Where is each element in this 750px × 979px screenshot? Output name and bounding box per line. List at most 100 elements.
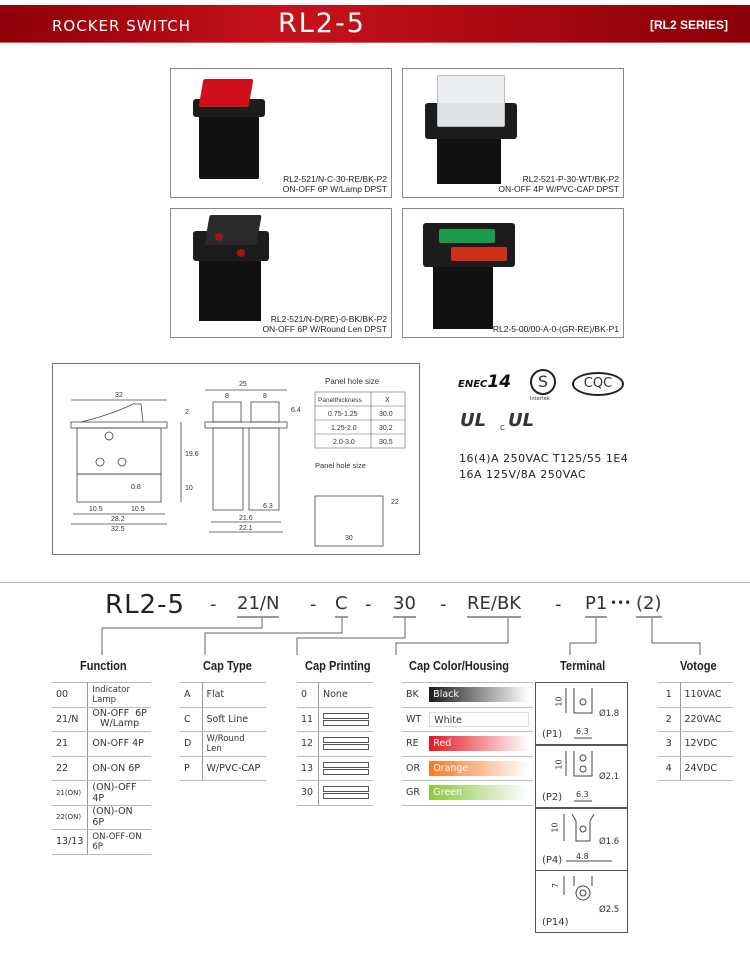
function-rows-5-0: 22(ON) bbox=[52, 804, 89, 830]
model-title: RL2-5 bbox=[278, 8, 366, 39]
table-row: 11 bbox=[297, 706, 373, 732]
drawing-panel_table-rows-1-1: 30.2 bbox=[379, 425, 393, 432]
dots: ••• bbox=[610, 596, 632, 610]
drawing-front-pitch_a: 10.5 bbox=[89, 506, 103, 513]
ul-logo: UL bbox=[460, 410, 487, 431]
drawing-panel_hole-w: 30 bbox=[345, 535, 353, 542]
cap_color-rows-2-code: RE bbox=[402, 731, 426, 757]
cap-type-heading: Cap Type bbox=[203, 658, 252, 673]
drawing-front-h_body: 19.6 bbox=[185, 451, 199, 458]
voltage-rows-3-0: 4 bbox=[658, 755, 681, 781]
color-swatch-black: Black bbox=[429, 687, 530, 703]
function-rows-5-1: (ON)-ON 6P bbox=[87, 804, 151, 830]
cap_type-rows-1-0: C bbox=[180, 706, 203, 732]
cap-printing-heading: Cap Printing bbox=[305, 658, 371, 673]
print-symbol-icon bbox=[323, 793, 369, 800]
drawing-front-pin_gap: 0.8 bbox=[131, 484, 141, 491]
color-swatch-orange: Orange bbox=[429, 760, 530, 776]
color-swatch-white: White bbox=[429, 711, 530, 727]
part-number-base: RL2-5 bbox=[105, 590, 186, 620]
voltage-rows-2-1: 12VDC bbox=[680, 731, 733, 757]
cap_type-rows-1-1: Soft Line bbox=[202, 706, 266, 732]
connector-lines bbox=[101, 618, 701, 655]
photo-part-number: RL2-521-P-30-WT/BK-P2 bbox=[522, 174, 619, 184]
drawing-panel_table-rows-1-0: 1.25-2.0 bbox=[331, 425, 357, 432]
divider bbox=[0, 582, 750, 583]
cap_type-rows-3-1: W/PVC-CAP bbox=[202, 755, 266, 781]
product-photo-4: RL2-5-00/00-A-0-(GR-RE)/BK-P1 bbox=[402, 208, 624, 338]
cap_color-rows-0-code: BK bbox=[402, 682, 426, 708]
drawing-front-h_term: 10 bbox=[185, 485, 193, 492]
terminal-items-0-dia: Ø1.8 bbox=[599, 709, 620, 719]
cap_type-rows-2-1: W/Round Len bbox=[202, 731, 266, 757]
function-rows-4-1: (ON)-OFF 4P bbox=[87, 780, 151, 806]
table-row: 13 bbox=[297, 755, 373, 781]
cap_printing-rows-0-0: 0 bbox=[297, 682, 319, 708]
terminal-items-3-label: (P14) bbox=[542, 917, 569, 928]
function-heading: Function bbox=[80, 658, 127, 673]
drawing-panel_table-rows-0-0: 0.75-1.25 bbox=[328, 411, 358, 418]
function-rows-1-1: ON-OFF 6P W/Lamp bbox=[87, 706, 151, 732]
photo-part-number: RL2-521/N-C-30-RE/BK-P2 bbox=[283, 174, 387, 184]
voltage-rows-1-1: 220VAC bbox=[680, 706, 733, 732]
cap_type-rows-3-0: P bbox=[180, 755, 203, 781]
photo-description: ON-OFF 6P W/Round Len DPST bbox=[262, 324, 387, 334]
function-rows-6-1: ON-OFF-ON 6P bbox=[87, 829, 151, 855]
drawing-front-pitch_b: 10.5 bbox=[131, 506, 145, 513]
cap_color-rows-3-code: OR bbox=[402, 755, 426, 781]
pn-voltage: (2) bbox=[636, 592, 662, 618]
drawing-front-w_outer: 32.5 bbox=[111, 526, 125, 533]
certs-enec: 14 bbox=[487, 372, 512, 392]
print-symbol-icon bbox=[323, 737, 369, 744]
print-symbol-icon bbox=[323, 712, 369, 719]
drawing-side-term_w: 6.3 bbox=[263, 503, 273, 510]
dash: - bbox=[555, 594, 562, 615]
cap_color-rows-4-code: GR bbox=[402, 780, 426, 806]
drawing-panel_table-rows-2-1: 30.5 bbox=[379, 439, 393, 446]
drawing-front-h_cap: 2 bbox=[185, 409, 189, 416]
terminal-items-2-width: 4.8 bbox=[576, 852, 589, 861]
print-symbol-icon bbox=[323, 761, 369, 768]
function-rows-6-0: 13/13 bbox=[52, 829, 89, 855]
cap_printing-rows-4-0: 30 bbox=[297, 780, 319, 806]
terminal-items-1-width: 6.3 bbox=[576, 790, 589, 799]
photo-part-number: RL2-5-00/00-A-0-(GR-RE)/BK-P1 bbox=[492, 324, 619, 334]
dash: - bbox=[440, 594, 447, 615]
terminal-p1: 10 Ø1.8 6.3 (P1) bbox=[535, 682, 628, 745]
voltage-rows-3-1: 24VDC bbox=[680, 755, 733, 781]
drawing-panel_table-headers-0: Panelthickness bbox=[318, 397, 362, 404]
cul-logo: UL bbox=[508, 410, 535, 431]
cap_printing-rows-0-1: None bbox=[318, 682, 373, 708]
terminal-items-1-dia: Ø2.1 bbox=[599, 772, 620, 782]
cap-color-heading: Cap Color/Housing bbox=[409, 658, 510, 673]
table-row: 22(ON)(ON)-ON 6P bbox=[52, 804, 151, 830]
photo-description: ON-OFF 6P W/Lamp DPST bbox=[282, 184, 387, 194]
table-row: 30 bbox=[297, 780, 373, 806]
voltage-rows-1-0: 2 bbox=[658, 706, 681, 732]
certs-enec_letters: ENEC bbox=[458, 379, 488, 390]
drawing-side-cap_b: 8 bbox=[263, 393, 267, 400]
terminal-items-0-height: 10 bbox=[554, 696, 564, 707]
color-swatch-green: Green bbox=[429, 785, 530, 801]
terminal-items-3-height: 7 bbox=[551, 882, 561, 889]
dim-front-width: 32 bbox=[115, 392, 123, 399]
photo-description: ON-OFF 4P W/PVC-CAP DPST bbox=[498, 184, 619, 194]
dash: - bbox=[365, 594, 372, 615]
terminal-items-0-width: 6.3 bbox=[576, 727, 589, 736]
voltage-rows-2-0: 3 bbox=[658, 731, 681, 757]
rating-line-2: 16A 125V/8A 250VAC bbox=[459, 468, 587, 481]
terminal-heading: Terminal bbox=[560, 658, 606, 673]
